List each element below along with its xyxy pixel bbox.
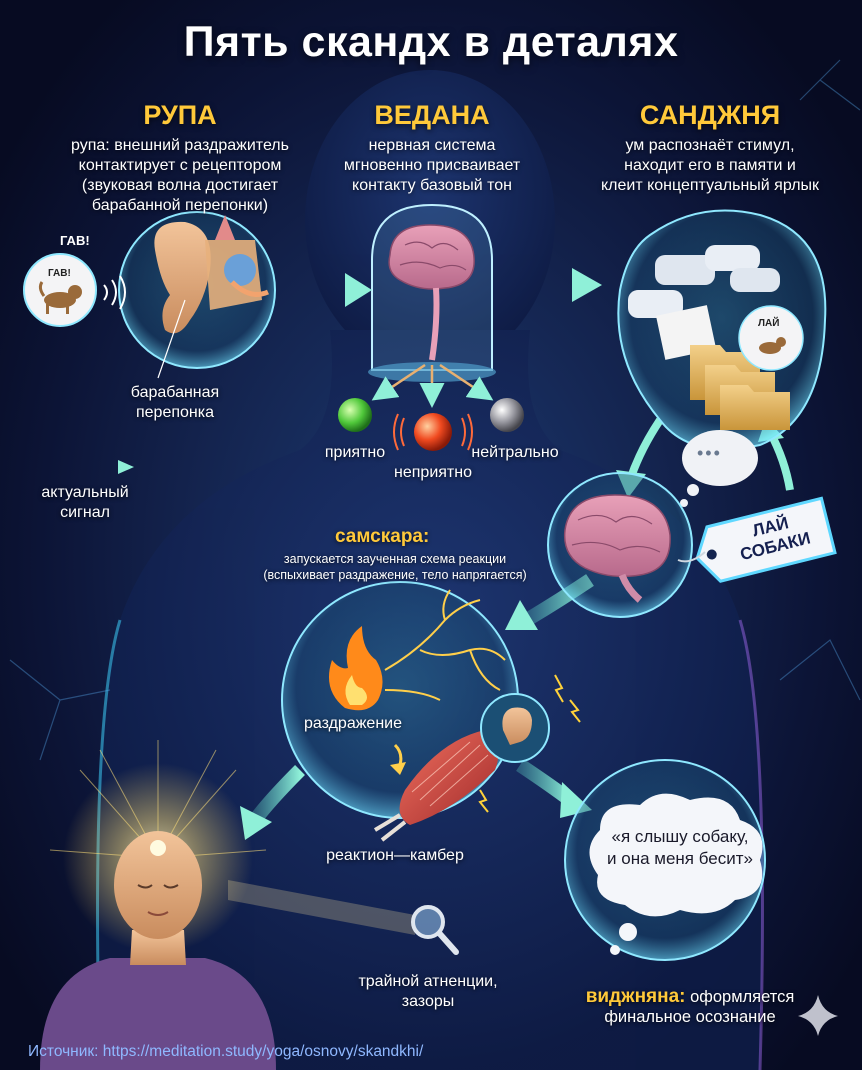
sparkle-icon (798, 995, 838, 1036)
memory-bubble-text: ЛАЙ (758, 318, 780, 329)
concept-tag-illustration (695, 496, 837, 583)
thinking-bubble-small (680, 430, 758, 507)
irritation-label: раздражение (303, 715, 402, 732)
bark-sound-label: ГАВ! (60, 233, 90, 248)
brain-bubble-illustration (547, 472, 693, 618)
vijnana-caption: виджняна: оформляется финальное осознани… (585, 986, 795, 1027)
rupa-heading: РУПА (143, 100, 217, 130)
vijnana-heading: виджняна: (585, 986, 686, 1007)
sanjna-heading: САНДЖНЯ (639, 100, 781, 130)
awareness-thought-quote: «я слышу собаку, и она меня бесит» (607, 827, 753, 868)
samskara-heading: самскара: (335, 526, 430, 547)
memory-bubble-illustration (617, 209, 827, 451)
tone-pleasant-label: приятно (324, 444, 386, 461)
samskara-description: запускается заученная схема реакции (всп… (263, 552, 527, 582)
page-title: Пять скандх в деталях (183, 18, 679, 66)
meditating-person-illustration (40, 740, 276, 1070)
awareness-bubble-illustration (564, 759, 766, 961)
attention-beam (228, 880, 459, 955)
reaction-chamber-label: реактион—камбер (326, 847, 464, 864)
attention-gaps-label: трайной атненции, зазоры (358, 973, 498, 1010)
ear-illustration (118, 211, 276, 379)
brain-in-jar-illustration (368, 203, 496, 408)
dog-bark-bubble-text: ГАВ! (48, 268, 71, 279)
vedana-description: нервная система мгновенно присваивает ко… (343, 137, 521, 194)
actual-signal-legend: актуальный сигнал (41, 484, 129, 521)
vedana-heading: ВЕДАНА (374, 100, 490, 130)
barking-dog-illustration (23, 253, 126, 327)
rupa-description: рупа: внешний раздражитель контактирует … (71, 137, 289, 214)
tone-neutral-label: нейтрально (471, 444, 559, 461)
neuron-decoration (9, 59, 861, 761)
source-link[interactable]: Источник: https://meditation.study/yoga/… (28, 1043, 424, 1060)
thought-dots: ••• (697, 443, 722, 463)
tone-balls (338, 398, 524, 451)
reaction-bubble-illustration (281, 581, 581, 842)
eardrum-label: барабанная перепонка (130, 384, 220, 421)
tone-unpleasant-label: неприятно (394, 464, 472, 481)
sanjna-description: ум распознаёт стимул, находит его в памя… (600, 137, 820, 194)
